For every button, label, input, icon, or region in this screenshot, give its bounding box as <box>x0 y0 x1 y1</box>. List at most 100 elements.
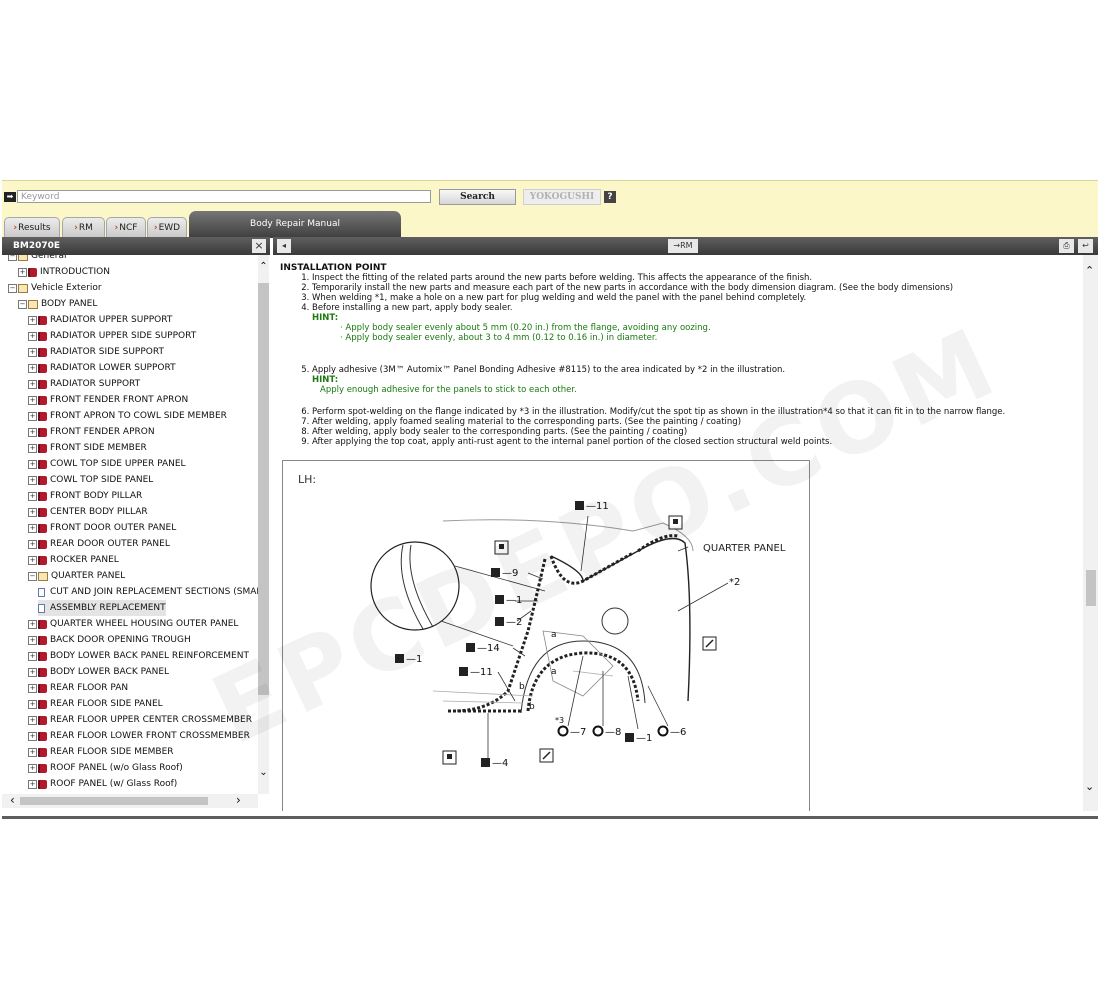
steps-list-b: Perform spot-welding on the flange indic… <box>280 407 1080 447</box>
tree-item[interactable]: − BODY PANEL <box>18 296 97 312</box>
tree-item[interactable]: +REAR FLOOR LOWER FRONT CROSSMEMBER <box>28 728 250 744</box>
expand-icon[interactable]: + <box>28 699 37 709</box>
tree-item[interactable]: + REAR DOOR OUTER PANEL <box>28 536 170 552</box>
scroll-left-icon[interactable]: ‹ <box>10 793 15 807</box>
tree-item-label: REAR DOOR OUTER PANEL <box>50 539 170 549</box>
scroll-up-icon[interactable]: ⌃ <box>1085 264 1095 277</box>
expand-icon[interactable]: + <box>28 347 37 357</box>
tree-item[interactable]: +REAR FLOOR PAN <box>28 680 128 696</box>
collapse-icon[interactable]: − <box>18 299 27 309</box>
expand-icon[interactable]: + <box>18 267 27 277</box>
tree-item[interactable]: −General <box>8 255 66 264</box>
book-icon <box>38 715 47 725</box>
tree-item-label: BODY PANEL <box>41 299 98 309</box>
expand-icon[interactable]: + <box>28 747 37 757</box>
tree-item[interactable]: +FRONT APRON TO COWL SIDE MEMBER <box>28 408 227 424</box>
expand-icon[interactable]: + <box>28 475 37 485</box>
tab-body-repair-manual[interactable]: Body Repair Manual <box>189 211 401 238</box>
expand-icon[interactable]: + <box>28 731 37 741</box>
collapse-icon[interactable]: − <box>8 283 17 293</box>
expand-icon[interactable]: + <box>28 427 37 437</box>
collapse-left-icon[interactable]: ◂ <box>277 239 291 253</box>
close-icon[interactable]: × <box>252 239 266 253</box>
tree-item[interactable]: +INTRODUCTION <box>18 264 110 280</box>
tree-item[interactable]: +BODY LOWER BACK PANEL <box>28 664 169 680</box>
expand-icon[interactable]: + <box>28 459 37 469</box>
tree-item[interactable]: +REAR FLOOR UPPER CENTER CROSSMEMBER <box>28 712 252 728</box>
expand-icon[interactable]: + <box>28 491 37 501</box>
tree-item[interactable]: +BODY LOWER BACK PANEL REINFORCEMENT <box>28 648 249 664</box>
tree-item[interactable]: CUT AND JOIN REPLACEMENT SECTIONS (SMALL <box>38 584 266 600</box>
callout-label: —1 <box>406 654 422 665</box>
keyword-input[interactable] <box>17 190 431 203</box>
tree-item[interactable]: +CENTER BODY PILLAR <box>28 504 148 520</box>
tree-item[interactable]: +FRONT BODY PILLAR <box>28 488 142 504</box>
tree-item[interactable]: + FRONT FENDER FRONT APRON <box>28 392 188 408</box>
expand-icon[interactable]: + <box>28 395 37 405</box>
tree-item[interactable]: +ROOF PANEL (w/ Glass Roof) <box>28 776 177 792</box>
tree-item[interactable]: +RADIATOR SUPPORT <box>28 376 140 392</box>
tree-item[interactable]: ASSEMBLY REPLACEMENT <box>38 600 166 616</box>
tree-hscroll-thumb[interactable] <box>20 797 208 805</box>
tree-item[interactable]: +QUARTER WHEEL HOUSING OUTER PANEL <box>28 616 238 632</box>
rm-link-button[interactable]: →RM <box>668 239 698 253</box>
tab-results[interactable]: ›Results <box>4 217 60 237</box>
tree-item-label: RADIATOR UPPER SIDE SUPPORT <box>50 331 197 341</box>
expand-icon[interactable]: + <box>28 379 37 389</box>
tab-ncf[interactable]: ›NCF <box>106 217 146 237</box>
tree-item[interactable]: −Vehicle Exterior <box>8 280 102 296</box>
tree-item[interactable]: +RADIATOR UPPER SUPPORT <box>28 312 172 328</box>
tree-item[interactable]: +REAR FLOOR SIDE MEMBER <box>28 744 174 760</box>
expand-icon[interactable]: + <box>28 619 37 629</box>
tree-item[interactable]: +REAR FLOOR SIDE PANEL <box>28 696 163 712</box>
tree-item[interactable]: +ROOF PANEL (w/o Glass Roof) <box>28 760 183 776</box>
yokogushi-button[interactable]: YOKOGUSHI <box>523 189 601 205</box>
expand-icon[interactable]: + <box>28 523 37 533</box>
expand-icon[interactable]: + <box>28 715 37 725</box>
content-vertical-scrollbar[interactable] <box>1083 255 1098 811</box>
expand-icon[interactable]: + <box>28 683 37 693</box>
tree-item[interactable]: +RADIATOR SIDE SUPPORT <box>28 344 164 360</box>
expand-icon[interactable]: + <box>28 779 37 789</box>
tree-item[interactable]: +ROCKER PANEL <box>28 552 119 568</box>
tab-ewd[interactable]: ›EWD <box>147 217 187 237</box>
tree-item[interactable]: +COWL TOP SIDE UPPER PANEL <box>28 456 186 472</box>
tree-item[interactable]: −QUARTER PANEL <box>28 568 125 584</box>
help-icon[interactable]: ? <box>604 191 616 203</box>
tree-item-label: FRONT FENDER FRONT APRON <box>50 395 189 405</box>
collapse-icon[interactable]: − <box>8 255 17 261</box>
tree-item[interactable]: +FRONT SIDE MEMBER <box>28 440 147 456</box>
scroll-down-icon[interactable]: ⌄ <box>259 767 268 778</box>
tab-rm[interactable]: ›RM <box>62 217 105 237</box>
content-scrollbar-thumb[interactable] <box>1086 570 1096 606</box>
scroll-right-icon[interactable]: › <box>236 793 241 807</box>
scroll-down-icon[interactable]: ⌄ <box>1085 780 1095 793</box>
tree-item[interactable]: + RADIATOR UPPER SIDE SUPPORT <box>28 328 196 344</box>
expand-icon[interactable]: + <box>28 411 37 421</box>
expand-icon[interactable]: + <box>28 667 37 677</box>
expand-icon[interactable]: + <box>28 539 37 549</box>
expand-icon[interactable]: + <box>28 443 37 453</box>
tree-item[interactable]: +FRONT DOOR OUTER PANEL <box>28 520 176 536</box>
scroll-up-icon[interactable]: ⌃ <box>259 261 268 272</box>
pillar-seam <box>452 558 547 713</box>
tree-item[interactable]: +RADIATOR LOWER SUPPORT <box>28 360 176 376</box>
tree-item[interactable]: +BACK DOOR OPENING TROUGH <box>28 632 191 648</box>
print-icon[interactable]: ⎙ <box>1059 239 1074 253</box>
expand-icon[interactable]: + <box>28 763 37 773</box>
search-button[interactable]: Search <box>439 189 516 205</box>
collapse-icon[interactable]: − <box>28 571 37 581</box>
expand-icon[interactable]: + <box>28 651 37 661</box>
expand-icon[interactable]: + <box>28 315 37 325</box>
expand-icon[interactable]: + <box>28 363 37 373</box>
tree-scrollbar-thumb[interactable] <box>258 283 269 695</box>
expand-icon[interactable]: + <box>28 555 37 565</box>
expand-icon[interactable]: + <box>28 635 37 645</box>
back-icon[interactable]: ↩ <box>1078 239 1093 253</box>
detail-leader-2 <box>440 620 514 647</box>
expand-icon[interactable]: + <box>28 331 37 341</box>
chevron-right-icon: › <box>114 223 119 233</box>
tree-item[interactable]: +FRONT FENDER APRON <box>28 424 155 440</box>
tree-item[interactable]: +COWL TOP SIDE PANEL <box>28 472 153 488</box>
expand-icon[interactable]: + <box>28 507 37 517</box>
